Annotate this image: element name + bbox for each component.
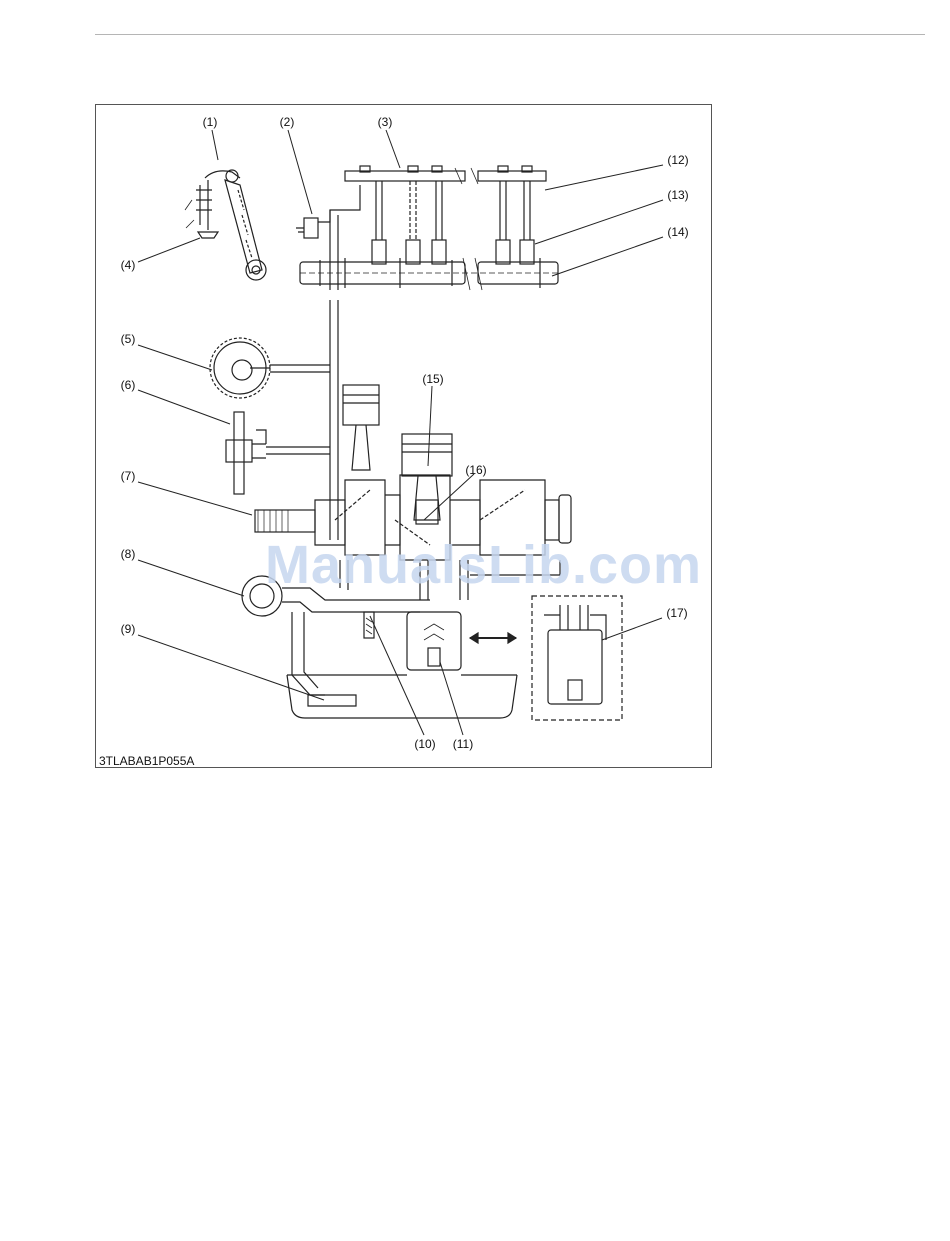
callout-5: (5): [121, 332, 136, 346]
callout-1: (1): [203, 115, 218, 129]
double-arrow: [470, 633, 516, 643]
callout-13: (13): [667, 188, 688, 202]
callout-17: (17): [666, 606, 687, 620]
callout-11: (11): [453, 737, 473, 751]
callout-12: (12): [667, 153, 688, 167]
tappets: [372, 240, 534, 264]
rocker-shaft: [345, 166, 546, 184]
callout-7: (7): [121, 469, 136, 483]
camshaft: [300, 258, 558, 290]
callout-16: (16): [465, 463, 486, 477]
watermark: ManualsLib.com: [265, 534, 702, 596]
figure-code: 3TLABAB1P055A: [99, 755, 194, 768]
relief-valve: [364, 612, 374, 638]
filter-detail-box: [532, 596, 622, 720]
callout-14: (14): [667, 225, 688, 239]
callout-8: (8): [121, 547, 136, 561]
callout-10: (10): [414, 737, 435, 751]
push-rods: [376, 181, 530, 240]
pistons: [343, 385, 452, 524]
oil-filter: [407, 612, 461, 670]
callout-3: (3): [378, 115, 393, 129]
callout-15: (15): [422, 372, 443, 386]
callout-2: (2): [280, 115, 295, 129]
oil-pan: [287, 675, 517, 718]
leader-lines: [138, 130, 663, 735]
callout-9: (9): [121, 622, 136, 636]
oil-gallery: [266, 210, 338, 540]
idle-gear: [210, 338, 270, 398]
callout-6: (6): [121, 378, 136, 392]
callout-4: (4): [121, 258, 136, 272]
rocker-valve-assembly: [185, 170, 266, 280]
governor-shaft: [226, 412, 266, 494]
